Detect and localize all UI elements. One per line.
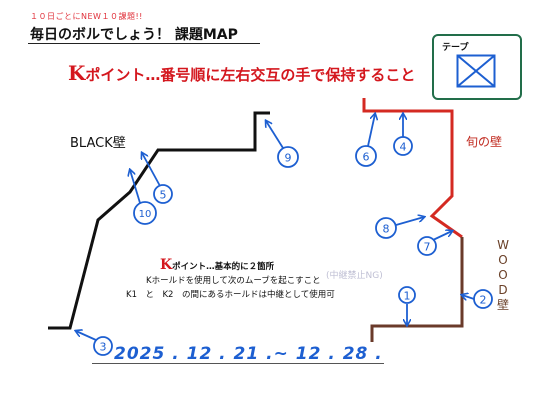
marker-5-label: 5 bbox=[160, 189, 167, 202]
marker-9: 9 bbox=[266, 121, 299, 168]
period-underline bbox=[92, 363, 384, 364]
main-rule-text: ポイント…番号順に左右交互の手で保持すること bbox=[85, 66, 416, 84]
marker-3: 3 bbox=[76, 331, 113, 356]
marker-7-label: 7 bbox=[424, 241, 431, 254]
marker-4: 4 bbox=[393, 114, 413, 156]
marker-10-label: 10 bbox=[139, 209, 152, 220]
marker-6: 6 bbox=[355, 114, 376, 167]
marker-1-label: 1 bbox=[404, 290, 411, 303]
tape-x-icon bbox=[456, 54, 496, 88]
tape-legend: テープ bbox=[432, 34, 522, 100]
shun-wall-outline bbox=[362, 98, 463, 239]
main-rule-k: K bbox=[68, 61, 86, 85]
marker-1: 1 bbox=[398, 286, 416, 325]
subrule-line1: Kホールドを使用して次のムーブを起こすこと bbox=[146, 276, 321, 286]
marker-8-label: 8 bbox=[383, 223, 390, 236]
ghost-text: (中継禁止NG) bbox=[326, 271, 383, 281]
page-title: 毎日のボルでしょう！ 課題MAP bbox=[30, 27, 238, 43]
subrule-k: K bbox=[160, 257, 173, 273]
tape-legend-label: テープ bbox=[442, 43, 469, 53]
marker-8: 8 bbox=[375, 217, 424, 239]
marker-4-label: 4 bbox=[400, 141, 407, 154]
subrule: Kポイント…基本的に２箇所 Kホールドを使用して次のムーブを起こすこと K1 と… bbox=[106, 258, 335, 302]
wood-wall-label: WOOD壁 bbox=[496, 238, 509, 312]
black-wall-label: BLACK壁 bbox=[70, 136, 126, 151]
main-rule: Kポイント…番号順に左右交互の手で保持すること bbox=[68, 61, 415, 85]
marker-9-label: 9 bbox=[285, 152, 292, 165]
marker-5: 5 bbox=[142, 153, 173, 204]
subrule-line2: K1 と K2 の間にあるホールドは中継として使用可 bbox=[126, 290, 335, 300]
subrule-heading: Kポイント…基本的に２箇所 bbox=[106, 258, 335, 274]
marker-7: 7 bbox=[417, 231, 452, 256]
shun-wall-label: 旬の壁 bbox=[466, 135, 503, 149]
black-wall-outline bbox=[48, 111, 270, 330]
marker-6-label: 6 bbox=[363, 151, 370, 164]
header-note: １０日ごとにNEW１０課題!! bbox=[30, 12, 143, 21]
wood-wall-outline bbox=[370, 237, 464, 342]
marker-2: 2 bbox=[462, 289, 493, 309]
marker-2-label: 2 bbox=[480, 294, 487, 307]
period-text: 2025 . 12 . 21 .~ 12 . 28 . bbox=[114, 344, 383, 364]
subrule-title: ポイント…基本的に２箇所 bbox=[172, 262, 275, 272]
title-underline bbox=[28, 43, 260, 44]
marker-10: 10 bbox=[130, 170, 157, 225]
marker-3-label: 3 bbox=[100, 341, 107, 354]
